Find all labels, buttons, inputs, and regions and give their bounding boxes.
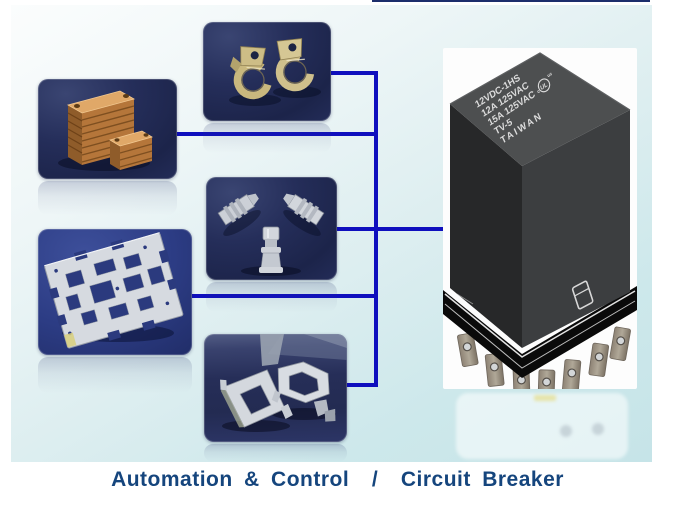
connector-clamp-rings-line: [331, 71, 378, 75]
terminals-illustration: [217, 193, 325, 276]
connector-copper-line: [177, 132, 378, 136]
ul-mark-us: us: [546, 71, 553, 79]
copper-stack-small: [108, 130, 154, 170]
terminals-reflection: [206, 282, 337, 312]
clamp-rings-reflection: [203, 123, 331, 153]
copper-stack-large: [66, 90, 136, 165]
metal-brackets-photo: [204, 334, 347, 442]
relay-body: [449, 52, 631, 348]
ul-certification-icon: UL: [537, 78, 551, 93]
relay-pins: [457, 326, 631, 389]
leadframe-reflection: [38, 357, 192, 393]
terminal-right: [283, 193, 325, 226]
terminal-bottom: [259, 226, 283, 273]
clamp-ring-right: [275, 38, 315, 92]
page-caption: Automation & Control / Circuit Breaker: [111, 468, 564, 491]
brackets-reflection: [204, 444, 347, 462]
connector-vertical-bus: [374, 71, 378, 387]
ghost-hole-left: [560, 425, 572, 437]
terminal-left: [217, 193, 259, 226]
copper-lamination-stacks-photo: [38, 79, 177, 179]
copper-stacks-illustration: [58, 90, 154, 171]
svg-text:UL: UL: [540, 82, 550, 92]
copper-stacks-reflection: [38, 181, 177, 215]
clamp-ring-left: [230, 46, 273, 100]
connector-plate-line: [192, 294, 378, 298]
clamp-rings-photo: [203, 22, 331, 121]
brackets-illustration: [220, 334, 347, 432]
bracket-left: [220, 369, 293, 428]
leadframe-illustration: [44, 232, 184, 349]
ul-mark-c: c: [536, 88, 541, 95]
metal-terminals-photo: [206, 177, 337, 280]
connector-brackets-line: [347, 383, 378, 387]
ghost-highlight: [534, 395, 556, 401]
connector-terminals-to-relay-line: [337, 227, 443, 231]
relay-reflection-ghost: [456, 393, 628, 459]
top-border-line: [372, 0, 650, 2]
leadframe-plate: [44, 232, 184, 349]
relay-product-photo: 12VDC-1HS 12A 125VAC 15A 125VAC c UL us …: [443, 48, 637, 389]
relay-base: [443, 286, 637, 378]
ghost-hole-right: [592, 423, 604, 435]
relay-illustration: 12VDC-1HS 12A 125VAC 15A 125VAC c UL us …: [443, 52, 637, 389]
stamped-leadframe-plate-photo: [38, 229, 192, 355]
clamp-rings-illustration: [229, 38, 321, 106]
bracket-right: [271, 361, 336, 422]
